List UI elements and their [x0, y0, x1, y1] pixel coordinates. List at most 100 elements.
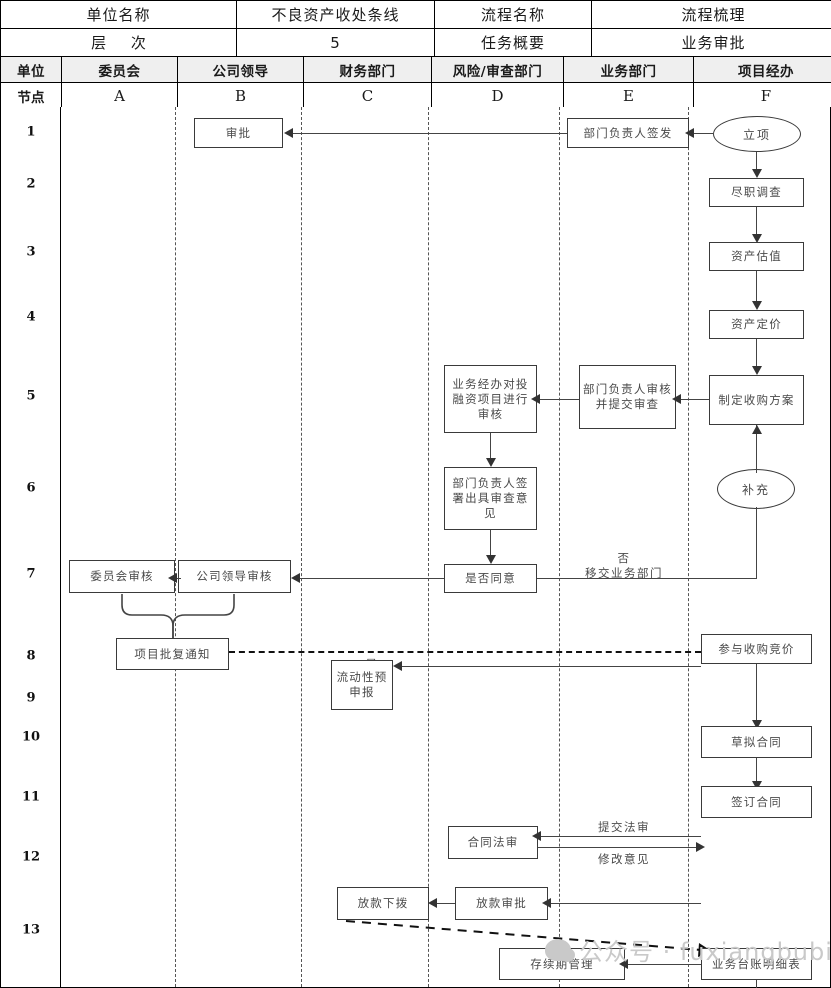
node-zhiding-shougou-fangan[interactable]: 制定收购方案 — [709, 375, 804, 425]
arrowhead-jingban-to-qianshu — [486, 458, 496, 467]
header-cell-task-value: 业务审批 — [591, 28, 831, 57]
row-number-3: 3 — [26, 244, 36, 260]
merge-path-left — [121, 594, 174, 640]
node-xiangmu-pifu-tongzhi[interactable]: 项目批复通知 — [116, 638, 229, 670]
arrowhead-lixiang-to-qianfa — [685, 128, 694, 138]
edge-shifou-to-buchong-h — [537, 578, 757, 580]
lane-divider-unit — [60, 107, 61, 987]
edge-label-fou: 否 — [617, 551, 631, 565]
lane-divider-B-C — [301, 107, 302, 987]
arrowhead-caoni-to-qianding — [752, 781, 762, 790]
row-number-13: 13 — [21, 922, 41, 938]
merge-path-right — [172, 594, 235, 640]
edge-fangan-to-fuzeren — [676, 399, 709, 401]
edge-caoni-to-fashen — [538, 836, 701, 838]
edge-guzhi-to-dingjia — [756, 271, 758, 306]
row-number-1: 1 — [26, 124, 36, 140]
arrowhead-dingjia-to-fangan — [752, 366, 762, 375]
edge-lixiang-to-qianfa — [689, 133, 713, 135]
node-code-C: C — [303, 82, 432, 110]
node-gongsi-lingdao-shenhe[interactable]: 公司领导审核 — [178, 560, 291, 593]
lane-divider-C-D — [428, 107, 429, 987]
edge-caoni-to-qianding — [756, 758, 758, 786]
node-hetong-fashen[interactable]: 合同法审 — [448, 826, 538, 859]
lane-header-E: 业务部门 — [563, 56, 694, 83]
header-cell-task-label: 任务概要 — [434, 28, 592, 57]
header-cell-process-label: 流程名称 — [434, 0, 592, 29]
arrowhead-taizhang-to-cunxu — [619, 959, 628, 969]
arrowhead-lixiang-to-jinzhi — [752, 169, 762, 178]
edge-qianding-to-fkshenpi — [548, 903, 701, 905]
edge-fuzeren-to-jingban — [537, 399, 579, 401]
header-cell-process-value: 流程梳理 — [591, 0, 831, 29]
flowchart-canvas: 1 2 3 4 5 6 7 8 9 10 11 12 13 立项 部门负责人签发… — [0, 107, 831, 988]
arrowhead-qianding-to-fkshenpi — [542, 898, 551, 908]
edge-taizhang-to-jinru — [756, 980, 758, 988]
node-shifou-tongyi[interactable]: 是否同意 — [444, 564, 537, 593]
node-zichan-dingjia[interactable]: 资产定价 — [709, 310, 804, 339]
edge-jingban-to-qianshu — [490, 433, 492, 463]
lane-header-D: 风险/审查部门 — [431, 56, 564, 83]
header-cell-unit-value: 不良资产收处条线 — [236, 0, 435, 29]
node-cunxuqi-guanli[interactable]: 存续期管理 — [499, 948, 625, 980]
edge-taizhang-to-cunxu — [625, 964, 701, 966]
lane-header-A: 委员会 — [61, 56, 178, 83]
node-liudongxing-yushenbao[interactable]: 流动性预申报 — [331, 660, 393, 710]
edge-fashen-to-caoni — [538, 847, 701, 849]
node-buchong[interactable]: 补充 — [717, 469, 795, 509]
edge-gsld-to-wyh — [175, 578, 181, 580]
node-qianshu-shencha-yijian[interactable]: 部门负责人签署出具审查意见 — [444, 467, 537, 530]
document-header-table: 单位名称 不良资产收处条线 流程名称 流程梳理 层 次 5 任务概要 业务审批 — [0, 0, 831, 57]
header-cell-level-value: 5 — [236, 28, 435, 57]
arrowhead-jingjia-to-liudong — [393, 661, 402, 671]
node-qianding-hetong[interactable]: 签订合同 — [701, 786, 812, 818]
merge-connector-group — [121, 594, 235, 652]
node-lixiang[interactable]: 立项 — [713, 116, 801, 152]
arrowhead-fashen-to-caoni — [696, 842, 705, 852]
node-fuzeren-shenhe-tijiao[interactable]: 部门负责人审核并提交审查 — [579, 365, 676, 429]
lane-divider-A-B — [175, 107, 176, 987]
edge-jingjia-to-caoni — [756, 664, 758, 726]
edge-jingjia-to-liudong — [400, 666, 701, 668]
lane-header-F: 项目经办 — [693, 56, 831, 83]
arrowhead-fuzeren-to-jingban — [531, 394, 540, 404]
edge-fkxiabo-to-taizhang-dashed — [345, 920, 702, 951]
node-canyu-shougou-jingjia[interactable]: 参与收购竞价 — [701, 634, 812, 664]
node-code-A: A — [61, 82, 178, 110]
row-number-10: 10 — [21, 729, 41, 745]
node-code-E: E — [563, 82, 694, 110]
arrowhead-shifou-to-gsld — [291, 573, 300, 583]
arrowhead-fkshenpi-to-fkxiabo — [428, 898, 437, 908]
node-weiyuanhui-shenhe[interactable]: 委员会审核 — [69, 560, 175, 593]
node-fangkuan-shenpi[interactable]: 放款审批 — [455, 887, 548, 920]
arrowhead-buchong-to-fangan — [752, 425, 762, 434]
edge-pifu-to-jingjia-dashed — [229, 651, 701, 653]
row-number-6: 6 — [26, 480, 36, 496]
row-number-7: 7 — [26, 566, 36, 582]
node-code-B: B — [177, 82, 304, 110]
row-number-5: 5 — [26, 388, 36, 404]
node-yewu-taizhang-mingxibiao[interactable]: 业务台账明细表 — [701, 948, 812, 980]
lane-header-C: 财务部门 — [303, 56, 432, 83]
edge-jinzhi-to-guzhi — [756, 207, 758, 239]
node-zichan-guzhi[interactable]: 资产估值 — [709, 242, 804, 271]
node-bumen-fuzeren-qianfa[interactable]: 部门负责人签发 — [567, 118, 689, 148]
row-number-2: 2 — [26, 176, 36, 192]
dashed-diagonal-group — [345, 920, 713, 957]
row-number-4: 4 — [26, 309, 36, 325]
node-yewu-jingban-shenhe[interactable]: 业务经办对投融资项目进行审核 — [444, 365, 537, 433]
node-fangkuan-xiabo[interactable]: 放款下拨 — [337, 887, 429, 920]
node-jinzhi-diaocha[interactable]: 尽职调查 — [709, 178, 804, 207]
node-code-D: D — [431, 82, 564, 110]
node-shenpi[interactable]: 审批 — [194, 118, 283, 148]
swimlane-header-table: 单位 委员会 公司领导 财务部门 风险/审查部门 业务部门 项目经办 节点 A … — [0, 56, 831, 110]
edge-buchong-to-fangan — [756, 425, 758, 473]
arrowhead-qianshu-to-shifou — [486, 555, 496, 564]
node-caoni-hetong[interactable]: 草拟合同 — [701, 726, 812, 758]
header-row-1: 单位名称 不良资产收处条线 流程名称 流程梳理 — [0, 0, 831, 29]
dept-row-label: 单位 — [0, 56, 62, 83]
arrowhead-jinzhi-to-guzhi — [752, 234, 762, 243]
edge-dingjia-to-fangan — [756, 339, 758, 371]
arrowhead-qianfa-to-shenpi — [284, 128, 293, 138]
